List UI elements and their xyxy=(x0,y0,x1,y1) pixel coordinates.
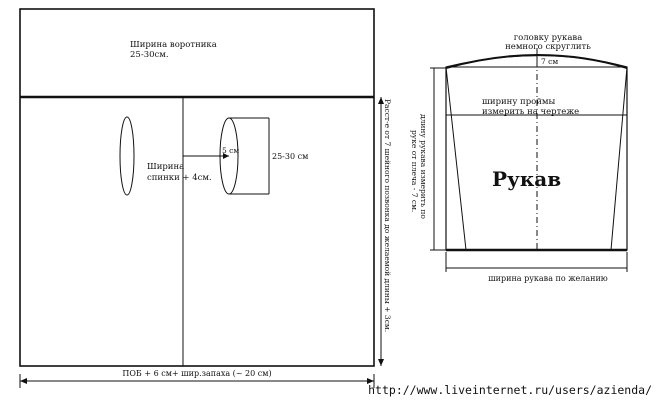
sleeve-length-label: длину рукава измерить по xyxy=(419,114,428,219)
bottom-dimension-label: ПОБ + 6 см+ шир.запаха (~ 20 см) xyxy=(122,369,271,378)
side-arrow-top xyxy=(378,97,384,104)
cap-height-label: 7 см xyxy=(541,57,558,66)
offset-arrowhead xyxy=(223,153,229,159)
watermark-url: http://www.liveinternet.ru/users/azienda… xyxy=(368,383,652,397)
sleeve-cap-curve xyxy=(445,54,628,69)
side-dimension-label: Расст-е от 7 шейного позвонка до желаемо… xyxy=(383,99,392,332)
armhole-note-label: ширину проймы xyxy=(482,97,556,107)
sleeve-pattern: головку рукава немного скруглить 7 см ши… xyxy=(410,33,628,283)
sleeve-width-label: ширина рукава по желанию xyxy=(488,274,608,283)
sleeve-top-label: головку рукава xyxy=(514,33,583,43)
sleeve-top-label-2: немного скруглить xyxy=(505,42,591,52)
bottom-arrow-left xyxy=(20,378,27,384)
sleeve-inner-shape xyxy=(445,66,628,251)
side-arrow-bottom xyxy=(378,359,384,366)
armhole-note-label-2: измерить на чертеже xyxy=(482,107,579,117)
cape-outline xyxy=(19,8,375,367)
back-width-label: Ширина xyxy=(147,162,184,172)
armhole-depth-label: 25-30 см xyxy=(272,152,308,161)
back-width-value: спинки + 4см. xyxy=(147,173,212,183)
sleeve-title: Рукав xyxy=(492,167,561,191)
bottom-arrow-right xyxy=(367,378,374,384)
collar-width-value: 25-30см. xyxy=(130,50,169,60)
armhole-offset-label: 5 см xyxy=(222,146,239,155)
left-armhole xyxy=(119,116,135,196)
cape-pattern: Ширина воротника 25-30см. Ширина спинки … xyxy=(19,8,392,388)
sleeve-length-label-2: руке от плеча - 7 см. xyxy=(410,130,419,212)
collar-width-label: Ширина воротника xyxy=(130,40,217,50)
